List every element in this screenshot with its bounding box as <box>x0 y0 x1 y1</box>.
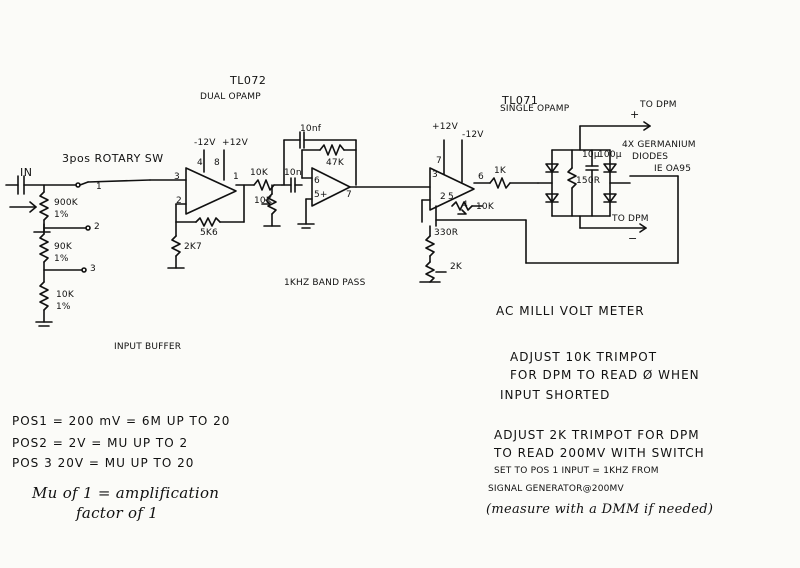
chip-tl072-desc: DUAL OPAMP <box>200 92 261 102</box>
chip-tl071-desc: SINGLE OPAMP <box>500 104 570 114</box>
note-adjust-2k-4: SIGNAL GENERATOR@200MV <box>488 484 624 494</box>
switch-pos-1: 1 <box>96 182 102 192</box>
note-adjust-10k-1: ADJUST 10K TRIMPOT <box>510 350 658 364</box>
chip-tl071-label: TL071 <box>502 94 539 107</box>
resistor-5k6-label: 5K6 <box>200 228 218 238</box>
diodes-label-3: IE OA95 <box>654 164 692 174</box>
schematic-title: AC MILLI VOLT METER <box>496 304 645 318</box>
u3-pin-4: 4 <box>462 200 468 210</box>
u3-pin-3: 3 <box>432 170 438 180</box>
u3-plus-supply: +12V <box>432 122 458 132</box>
u3-pin-5: 5 <box>448 192 454 202</box>
mu-note-line-2: factor of 1 <box>76 504 159 522</box>
u1-pin-8: 8 <box>214 158 220 168</box>
resistor-900k-label: 900K <box>54 198 78 208</box>
voltage-divider <box>33 184 91 327</box>
resistor-330r-label: 330R <box>434 228 459 238</box>
cap-10nf-label: 10nf <box>300 124 322 134</box>
range-pos3: POS 3 20V = MU UP TO 20 <box>12 456 195 470</box>
u3-pin-7: 7 <box>436 156 442 166</box>
resistor-900k-tol: 1% <box>54 210 69 220</box>
switch-pos-3: 3 <box>90 264 96 274</box>
diode-bridge <box>537 121 651 233</box>
u1-minus-supply: -12V <box>194 138 216 148</box>
resistor-10k-series-label: 10K <box>250 168 268 178</box>
opamp-u3 <box>419 139 679 283</box>
mu-note-line-1: Mu of 1 = amplification <box>32 484 220 502</box>
switch-pos-2: 2 <box>94 222 100 232</box>
to-dpm-minus-label: TO DPM <box>612 214 649 224</box>
chip-tl072-label: TL072 <box>230 74 267 87</box>
trimpot-2k-label: 2K <box>450 262 463 272</box>
opamp-u2 <box>283 131 431 229</box>
u1-pin-2: 2 <box>176 196 182 206</box>
dpm-plus-sign: + <box>630 108 640 121</box>
rotary-switch-label: 3pos ROTARY SW <box>62 152 164 165</box>
note-adjust-10k-3: INPUT SHORTED <box>500 388 611 402</box>
cap-10n-label: 10n <box>284 168 302 178</box>
note-adjust-2k-1: ADJUST 2K TRIMPOT FOR DPM <box>494 428 700 442</box>
u1-pin-1: 1 <box>233 172 239 182</box>
u1-plus-supply: +12V <box>222 138 248 148</box>
u3-pin-2: 2 <box>440 192 446 202</box>
to-dpm-plus-label: TO DPM <box>640 100 677 110</box>
input-buffer-label: INPUT BUFFER <box>114 342 182 352</box>
resistor-150r-label: 150R <box>576 176 601 186</box>
trimpot-10k-a-label: 10K <box>254 196 272 206</box>
u3-minus-supply: -12V <box>462 130 484 140</box>
u2-pin-7: 7 <box>346 190 352 200</box>
input-jack <box>5 175 77 195</box>
note-adjust-2k-5: (measure with a DMM if needed) <box>486 502 714 517</box>
cap-10n-input <box>281 177 303 193</box>
note-adjust-10k-2: FOR DPM TO READ Ø WHEN <box>510 368 700 382</box>
resistor-90k-tol: 1% <box>54 254 69 264</box>
trimpot-10k-b-label: 10K <box>476 202 494 212</box>
wiper-arrow <box>9 201 37 213</box>
resistor-1k-label: 1K <box>494 166 507 176</box>
note-adjust-2k-2: TO READ 200MV WITH SWITCH <box>494 446 705 460</box>
u1-pin-3: 3 <box>174 172 180 182</box>
range-pos1: POS1 = 200 mV = 6M UP TO 20 <box>12 414 231 428</box>
range-pos2: POS2 = 2V = MU UP TO 2 <box>12 436 189 450</box>
cap-a-label: 10μ <box>582 150 600 160</box>
diodes-label-1: 4X GERMANIUM <box>622 140 696 150</box>
resistor-90k-label: 90K <box>54 242 72 252</box>
u2-pin-6: 6 <box>314 176 320 186</box>
dpm-minus-sign: − <box>628 232 638 245</box>
input-label: IN <box>20 166 33 179</box>
resistor-10k-div-label: 10K <box>56 290 74 300</box>
resistor-2k7-label: 2K7 <box>184 242 202 252</box>
rotary-switch <box>75 179 187 188</box>
opamp-u1 <box>167 149 255 269</box>
note-adjust-2k-3: SET TO POS 1 INPUT = 1KHZ FROM <box>494 466 659 476</box>
cap-b-label: 100μ <box>598 150 622 160</box>
u3-pin-6: 6 <box>478 172 484 182</box>
bandpass-label: 1KHZ BAND PASS <box>284 278 366 288</box>
u2-pin-5: 5+ <box>314 190 328 200</box>
u1-pin-4: 4 <box>197 158 203 168</box>
resistor-47k-label: 47K <box>326 158 344 168</box>
resistor-10k-div-tol: 1% <box>56 302 71 312</box>
diodes-label-2: DIODES <box>632 152 669 162</box>
resistor-10k-series <box>253 179 283 227</box>
